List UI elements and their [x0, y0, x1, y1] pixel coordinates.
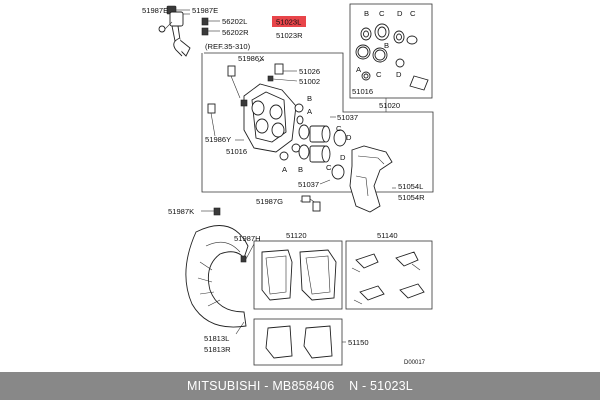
kit-letter: A: [356, 65, 362, 74]
pad-clips: [351, 251, 425, 305]
caliper-letter: A: [307, 107, 313, 116]
label-51987E-left: 51987E: [142, 6, 168, 15]
kit-letter: C: [410, 9, 416, 18]
caliper-letter: B: [307, 94, 312, 103]
caliper-letters: B A C D B A C D: [282, 94, 352, 174]
label-51023L: 51023L: [276, 18, 301, 27]
label-51054R: 51054R: [398, 193, 425, 202]
label-51140: 51140: [377, 231, 398, 240]
leader-lines: [176, 9, 396, 343]
kit-letter: B: [364, 9, 369, 18]
label-51016-kit: 51016: [352, 87, 373, 96]
pad-set-box: [253, 240, 343, 310]
footer-part-number: MB858406: [272, 379, 335, 393]
caliper-mount-bracket: [349, 145, 393, 213]
part-labels: 51987E 51987E 56202L 56202R 51023L 51023…: [142, 6, 426, 366]
label-51026: 51026: [299, 67, 320, 76]
clip-set-box: [345, 240, 433, 310]
label-51987H: 51987H: [234, 234, 261, 243]
label-51023R: 51023R: [276, 31, 303, 40]
diagram-canvas: 51987E 51987E 56202L 56202R 51023L 51023…: [142, 3, 434, 366]
part-info-footer: MITSUBISHI - MB858406 N - 51023L: [0, 372, 600, 400]
label-51987K: 51987K: [168, 207, 194, 216]
label-ref: (REF.35-310): [205, 42, 251, 51]
caliper-letter: D: [340, 153, 346, 162]
label-51037-bottom: 51037: [298, 180, 319, 189]
caliper-letter: A: [282, 165, 288, 174]
label-51986Y: 51986Y: [205, 135, 231, 144]
brake-pads: [261, 249, 337, 301]
label-51020: 51020: [379, 101, 400, 110]
caliper-body: [240, 83, 297, 153]
kit-letter: C: [376, 70, 382, 79]
shield-bolt: [213, 207, 221, 216]
caliper-letter: B: [298, 165, 303, 174]
bracket-bolt: [301, 195, 321, 212]
footer-brand: MITSUBISHI: [187, 379, 261, 393]
caliper-letter: D: [346, 133, 352, 142]
label-51016-caliper: 51016: [226, 147, 247, 156]
label-51986X: 51986X: [238, 54, 264, 63]
footer-separator: -: [260, 379, 273, 393]
label-51987E-right: 51987E: [192, 6, 218, 15]
label-diagram-code: D00017: [404, 360, 426, 366]
label-51987G: 51987G: [256, 197, 283, 206]
label-51813L: 51813L: [204, 334, 229, 343]
dust-shield: [185, 225, 249, 328]
footer-separator: N -: [334, 379, 371, 393]
kit-letter: D: [397, 9, 403, 18]
highlight-51023L: [272, 16, 306, 27]
label-56202R: 56202R: [222, 28, 249, 37]
label-51037-top: 51037: [337, 113, 358, 122]
seal-kit-box: [349, 3, 433, 99]
caliper-bolts: [207, 63, 284, 137]
label-51813R: 51813R: [204, 345, 231, 354]
label-51150: 51150: [348, 338, 369, 347]
kit-letters: B C D C A C D B: [356, 9, 416, 79]
label-51002: 51002: [299, 77, 320, 86]
bleeder-bracket: [158, 5, 209, 57]
label-56202L: 56202L: [222, 17, 247, 26]
label-51120: 51120: [286, 231, 307, 240]
caliper-letter: C: [336, 124, 342, 133]
kit-letter: D: [396, 70, 402, 79]
kit-letter: C: [379, 9, 385, 18]
pad-shims: [265, 325, 333, 359]
pistons-and-seals: [279, 103, 347, 180]
label-51054L: 51054L: [398, 182, 423, 191]
kit-letter: B: [384, 41, 389, 50]
caliper-assembly-box: [201, 52, 434, 193]
footer-ref-number: 51023L: [370, 379, 413, 393]
seal-kit-parts: [355, 23, 429, 91]
caliper-letter: C: [326, 163, 332, 172]
